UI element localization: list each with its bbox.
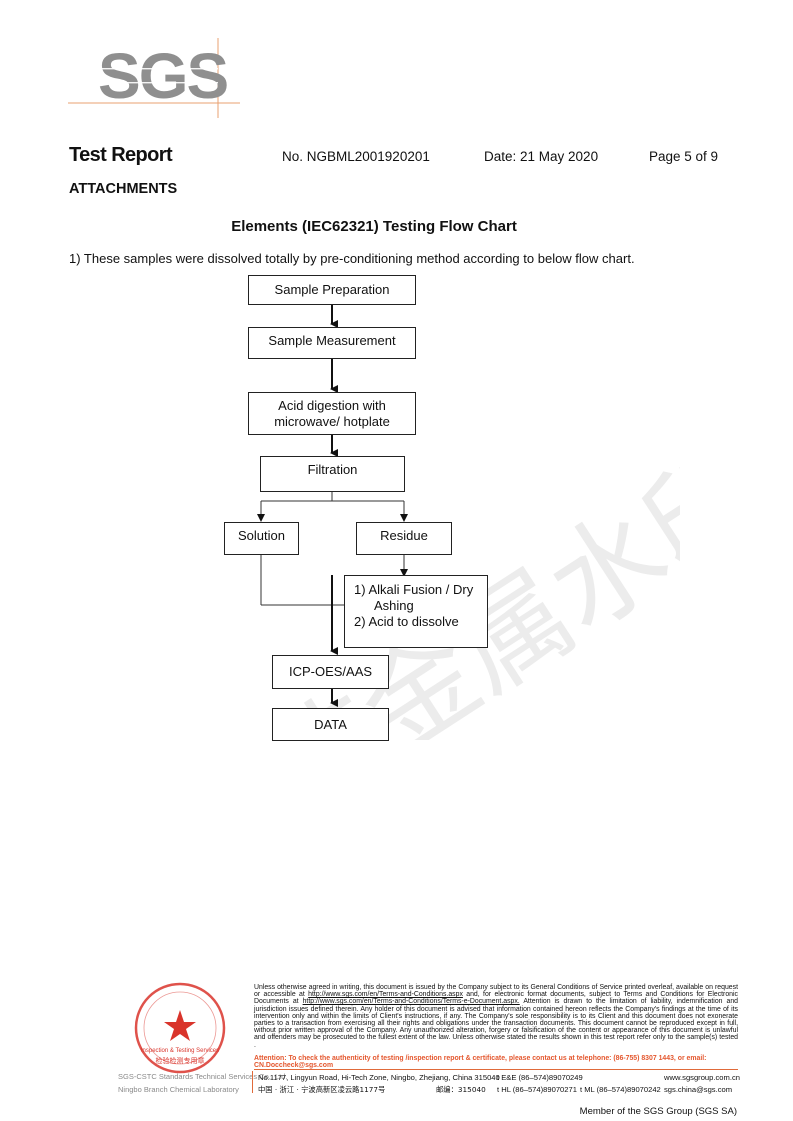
- disclaimer-part3: Attention is drawn to the limitation of …: [254, 998, 738, 1049]
- disclaimer: Unless otherwise agreed in writing, this…: [254, 984, 738, 1049]
- report-title: Test Report: [69, 144, 173, 166]
- seal-text-cn: 检验检测专用章: [156, 1056, 205, 1065]
- seal-star-icon: [164, 1010, 196, 1041]
- postcode-cn: 邮编：315040: [436, 1085, 486, 1094]
- flow-alkali-fusion: 1) Alkali Fusion / Dry Ashing 2) Acid to…: [344, 575, 488, 648]
- member-note: Member of the SGS Group (SGS SA): [579, 1106, 737, 1117]
- flow-solution: Solution: [224, 522, 299, 555]
- tel-ee: t E&E (86–574)89070249: [497, 1073, 583, 1082]
- seal-text: Inspection & Testing Services: [141, 1048, 219, 1054]
- flow-data: DATA: [272, 708, 389, 741]
- disclaimer-part2: and, for electronic format documents, su…: [254, 991, 738, 1006]
- tel-hl: t HL (86–574)89070271: [497, 1085, 577, 1094]
- disclaimer-part1: Unless otherwise agreed in writing, this…: [254, 984, 738, 999]
- flow-sample-measurement: Sample Measurement: [248, 327, 416, 359]
- branch-name: SGS-CSTC Standards Technical Services Co…: [118, 1072, 288, 1081]
- flow-residue: Residue: [356, 522, 452, 555]
- flow-acid-digestion: Acid digestion with microwave/ hotplate: [248, 392, 416, 435]
- tel-ml: t ML (86–574)89070242: [580, 1085, 661, 1094]
- flow-icp: ICP-OES/AAS: [272, 655, 389, 689]
- authenticity-notice: Attention: To check the authenticity of …: [254, 1055, 707, 1070]
- company-seal: Inspection & Testing Services 检验检测专用章: [134, 982, 226, 1074]
- email[interactable]: sgs.china@sgs.com: [664, 1085, 733, 1094]
- report-number: No. NGBML2001920201: [282, 149, 430, 164]
- address-cn: 中国 · 浙江 · 宁波高新区凌云路1177号: [258, 1085, 386, 1094]
- intro-text: 1) These samples were dissolved totally …: [69, 251, 635, 266]
- footer-divider: [254, 1069, 738, 1070]
- website[interactable]: www.sgsgroup.com.cn: [664, 1073, 740, 1082]
- flow-filtration: Filtration: [260, 456, 405, 492]
- section-heading: ATTACHMENTS: [69, 181, 178, 197]
- branch-lab: Ningbo Branch Chemical Laboratory: [118, 1085, 239, 1094]
- logo-text: SGS: [98, 40, 227, 112]
- terms-link[interactable]: http://www.sgs.com/en/Terms-and-Conditio…: [308, 991, 463, 999]
- alkali-line2: Ashing: [374, 598, 414, 613]
- sgs-logo: SGS: [68, 38, 240, 118]
- acid-digestion-line2: microwave/ hotplate: [274, 413, 390, 429]
- page-number: Page 5 of 9: [649, 149, 719, 164]
- acid-digestion-line1: Acid digestion with: [278, 397, 386, 413]
- e-document-terms-link[interactable]: http://www.sgs.com/en/Terms-and-Conditio…: [302, 998, 520, 1006]
- flow-chart-title: Elements (IEC62321) Testing Flow Chart: [231, 218, 517, 235]
- address-en: No.1177, Lingyun Road, Hi-Tech Zone, Nin…: [258, 1073, 500, 1082]
- alkali-line3: 2) Acid to dissolve: [354, 614, 459, 629]
- flow-sample-preparation: Sample Preparation: [248, 275, 416, 305]
- report-date: Date: 21 May 2020: [484, 149, 599, 164]
- alkali-line1: 1) Alkali Fusion / Dry: [354, 582, 474, 597]
- footer-vertical-bar: [252, 1071, 253, 1093]
- watermark: 非金属水印: [244, 425, 680, 740]
